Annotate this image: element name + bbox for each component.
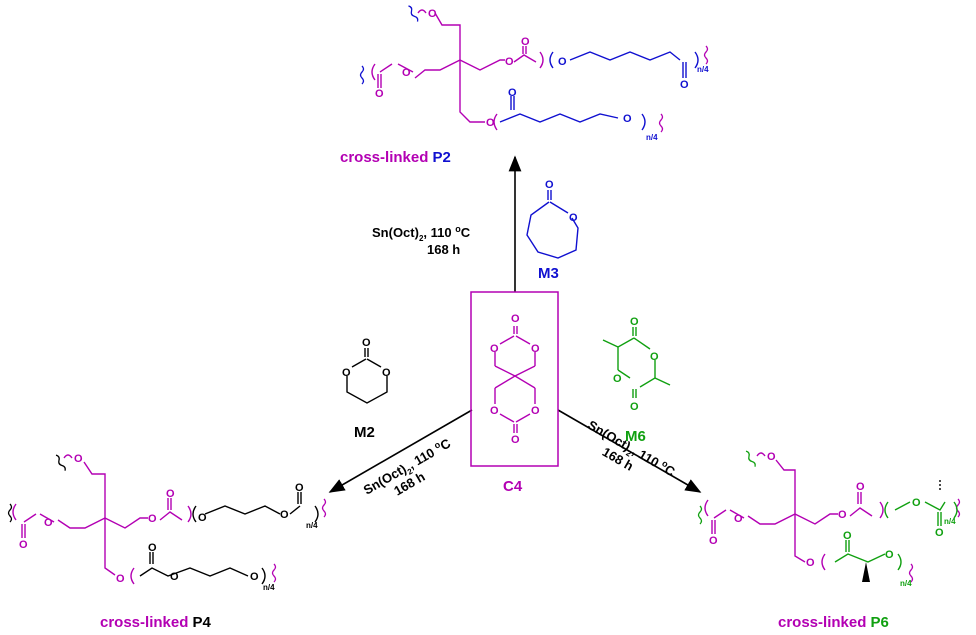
arrow-left [328,409,473,493]
conditions-top: Sn(Oct)2, 110 oC 168 h [372,224,471,257]
c4-o: O [490,343,499,355]
svg-text:O: O [856,481,865,493]
c4-label: C4 [503,478,523,495]
c4-o: O [511,313,520,325]
c4-o: O [531,405,540,417]
svg-text:O: O [508,87,517,99]
svg-text:O: O [74,453,83,465]
m3-o: O [569,212,578,224]
svg-text:O: O [623,113,632,125]
svg-text:n/4: n/4 [944,517,956,526]
svg-text:O: O [166,488,175,500]
p2-label: cross-linked P2 [340,149,451,166]
svg-text:168 h: 168 h [427,242,460,257]
m3-caprolactone: O O [526,179,579,259]
svg-text:O: O [885,549,894,561]
svg-text:n/4: n/4 [306,521,318,530]
svg-text:O: O [375,88,384,100]
p4-label: cross-linked P4 [100,614,212,631]
m2-o: O [382,367,391,379]
svg-text:n/4: n/4 [900,579,912,588]
svg-text:O: O [521,36,530,48]
m3-label: M3 [538,265,559,282]
svg-text:Sn(Oct)2, 110 oC: Sn(Oct)2, 110 oC [584,416,679,482]
svg-text:O: O [912,497,921,509]
svg-text:O: O [44,517,53,529]
c4-o: O [511,434,520,446]
svg-text:O: O [767,451,776,463]
svg-text:O: O [428,8,437,20]
m6-o: O [613,373,622,385]
c4-o: O [490,405,499,417]
svg-text:O: O [838,509,847,521]
m6-o: O [650,351,659,363]
m2-o: O [342,367,351,379]
svg-text:O: O [250,571,259,583]
c4-o: O [531,343,540,355]
p4-structure: O O O O O O O O O O O O n/4 n/4 [7,453,327,592]
svg-text:Sn(Oct)2, 110 oC: Sn(Oct)2, 110 oC [372,224,471,243]
svg-text:n/4: n/4 [697,65,709,74]
m6-lactide: O O O O [602,316,671,413]
svg-text:O: O [148,513,157,525]
m6-label: M6 [625,428,646,445]
c4-spiro-carbonate: O O O O O O [470,291,559,467]
svg-text:O: O [505,56,514,68]
m3-o: O [545,179,554,191]
arrow-right [557,409,702,493]
m2-label: M2 [354,424,375,441]
svg-text:O: O [558,56,567,68]
svg-text:O: O [402,67,411,79]
svg-text:O: O [843,530,852,542]
svg-text:O: O [935,527,944,539]
svg-text:O: O [116,573,125,585]
p2-structure: O O O O O O O O O O n/4 n/4 [359,5,709,142]
m2-tmc: O O O [342,337,391,404]
m6-o: O [630,316,639,328]
svg-text:O: O [280,509,289,521]
m6-o: O [630,401,639,413]
svg-text:O: O [486,117,495,129]
m2-o: O [362,337,371,349]
svg-text:O: O [806,557,815,569]
svg-text:O: O [709,535,718,547]
svg-text:O: O [198,512,207,524]
svg-text:O: O [734,513,743,525]
svg-text:O: O [148,542,157,554]
svg-text:O: O [170,571,179,583]
svg-text:O: O [19,539,28,551]
p6-label: cross-linked P6 [778,614,889,631]
svg-text:n/4: n/4 [263,583,275,592]
svg-text:n/4: n/4 [646,133,658,142]
svg-text:O: O [680,79,689,91]
svg-text:O: O [295,482,304,494]
p6-structure: O O O O O O O O O O n/4 n/4 [697,450,961,588]
c4-box [470,291,559,467]
